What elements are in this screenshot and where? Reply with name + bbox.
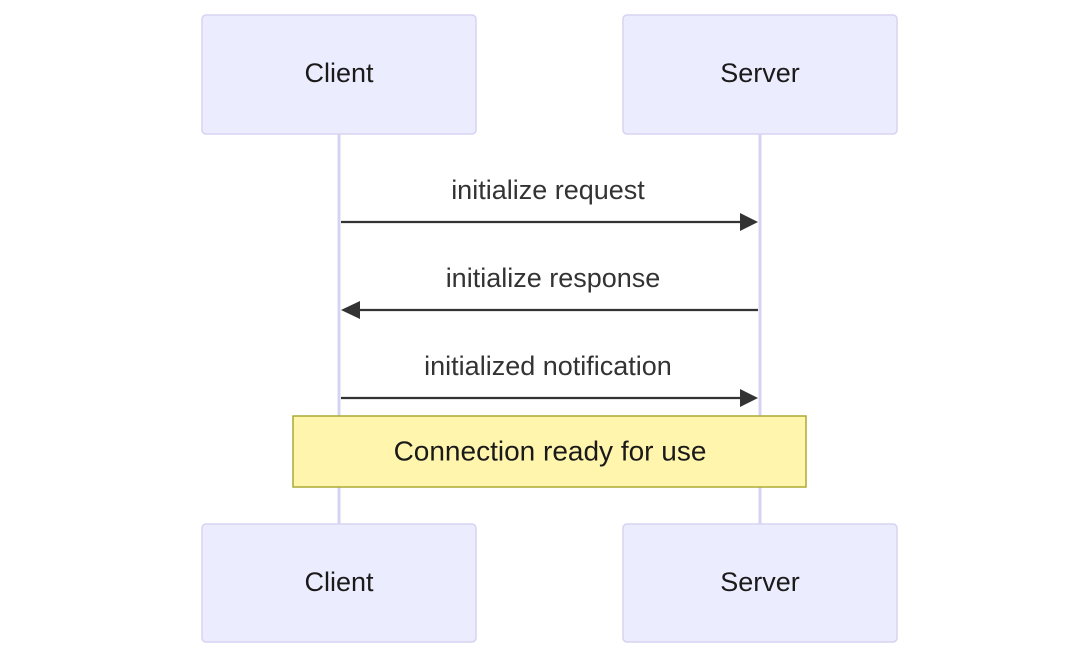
actor-server-top-label: Server [720, 58, 800, 88]
actor-server-bottom: Server [622, 523, 898, 643]
message-initialize-request: initialize request [341, 175, 758, 231]
actor-client-top: Client [201, 14, 477, 135]
arrowhead-left-icon [341, 301, 360, 319]
message-initialize-request-label: initialize request [451, 175, 645, 205]
message-initialize-response-label: initialize response [446, 263, 661, 293]
actor-client-bottom-label: Client [304, 567, 374, 597]
actor-server-bottom-label: Server [720, 567, 800, 597]
message-initialize-response: initialize response [341, 263, 758, 319]
actor-client-bottom: Client [201, 523, 477, 643]
actor-client-top-label: Client [304, 58, 374, 88]
arrowhead-right-icon [740, 213, 758, 231]
message-initialized-notification-label: initialized notification [424, 351, 672, 381]
message-initialized-notification: initialized notification [341, 351, 758, 407]
actor-server-top: Server [622, 14, 898, 135]
note-connection-ready-text: Connection ready for use [394, 435, 707, 466]
arrowhead-right-icon [740, 389, 758, 407]
note-connection-ready: Connection ready for use [292, 415, 807, 488]
